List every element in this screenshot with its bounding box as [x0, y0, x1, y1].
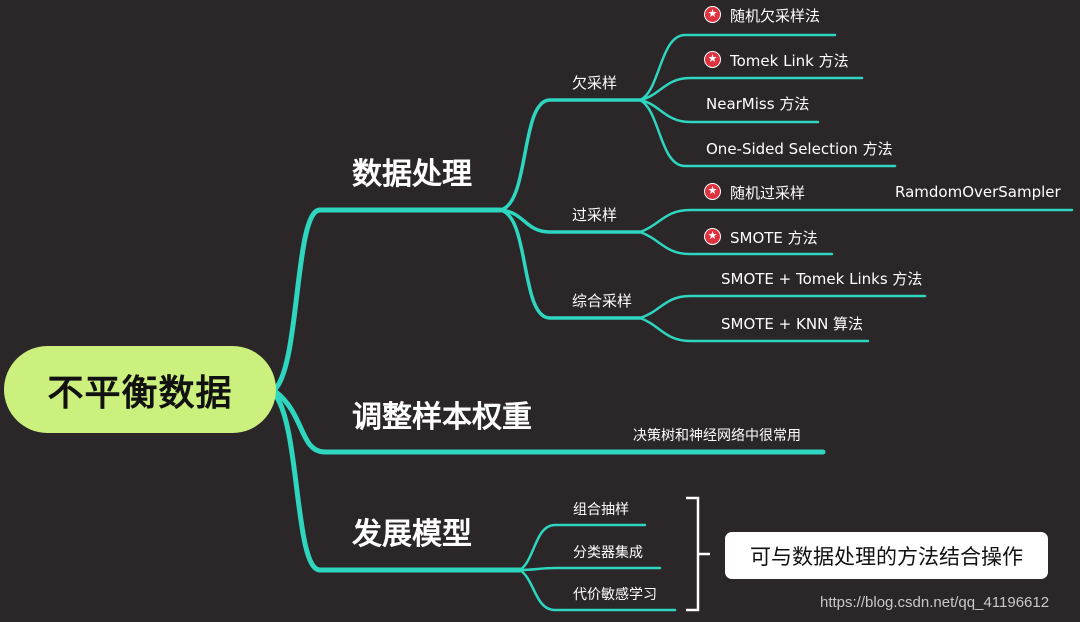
branch-models[interactable]: 发展模型 [352, 517, 472, 552]
leaf-random-oversampling[interactable]: ★ 随机过采样 [704, 183, 806, 202]
branch-sample-weights[interactable]: 调整样本权重 [352, 400, 532, 435]
models-bracket [686, 496, 710, 612]
leaf-weights-note[interactable]: 决策树和神经网络中很常用 [633, 428, 801, 444]
root-node[interactable]: 不平衡数据 [4, 346, 276, 433]
edge-comb-2 [638, 316, 870, 343]
edge-model-1 [518, 523, 647, 572]
star-badge-icon: ★ [704, 6, 721, 23]
leaf-tomek-link[interactable]: ★ Tomek Link 方法 [704, 51, 849, 70]
leaf-label: Tomek Link 方法 [730, 52, 849, 70]
leaf-cost-sensitive[interactable]: 代价敏感学习 [573, 587, 657, 603]
edge-root-data-processing [273, 207, 503, 391]
bracket-note-box[interactable]: 可与数据处理的方法结合操作 [725, 532, 1048, 579]
edge-root-weights [273, 389, 826, 455]
edge-under-1 [638, 33, 837, 102]
star-badge-icon: ★ [704, 228, 721, 245]
watermark: https://blog.csdn.net/qq_41196612 [820, 594, 1050, 611]
star-badge-icon: ★ [704, 51, 721, 68]
leaf-smote-tomek[interactable]: SMOTE + Tomek Links 方法 [721, 270, 923, 288]
leaf-nearmiss[interactable]: NearMiss 方法 [706, 95, 810, 113]
edge-model-2 [518, 566, 662, 572]
sub-combined[interactable]: 综合采样 [572, 292, 633, 310]
sub-undersampling[interactable]: 欠采样 [572, 74, 618, 92]
leaf-one-sided-selection[interactable]: One-Sided Selection 方法 [706, 140, 893, 158]
edge-model-3 [518, 568, 677, 612]
leaf-classifier-ensemble[interactable]: 分类器集成 [573, 545, 643, 561]
edge-over-1 [638, 208, 1074, 234]
edge-dp-oversampling [498, 208, 642, 234]
leaf-label: SMOTE 方法 [730, 229, 818, 247]
leaf-combined-sampling[interactable]: 组合抽样 [573, 502, 629, 518]
leaf-label: 随机欠采样法 [730, 7, 821, 25]
leaf-random-oversampler-name[interactable]: RamdomOverSampler [895, 183, 1061, 201]
edge-under-3 [638, 98, 820, 124]
leaf-smote[interactable]: ★ SMOTE 方法 [704, 228, 818, 247]
sub-oversampling[interactable]: 过采样 [572, 206, 618, 224]
branch-data-processing[interactable]: 数据处理 [352, 157, 472, 192]
edge-comb-1 [638, 294, 927, 320]
star-badge-icon: ★ [704, 183, 721, 200]
edge-under-4 [638, 98, 897, 168]
leaf-smote-knn[interactable]: SMOTE + KNN 算法 [721, 315, 864, 333]
leaf-random-undersampling[interactable]: ★ 随机欠采样法 [704, 6, 821, 25]
edge-dp-undersampling [498, 98, 642, 212]
edge-over-2 [638, 230, 834, 256]
edge-under-2 [638, 76, 864, 102]
leaf-label: 随机过采样 [730, 184, 806, 202]
edge-dp-combined [498, 208, 642, 320]
edge-root-models [273, 393, 523, 573]
